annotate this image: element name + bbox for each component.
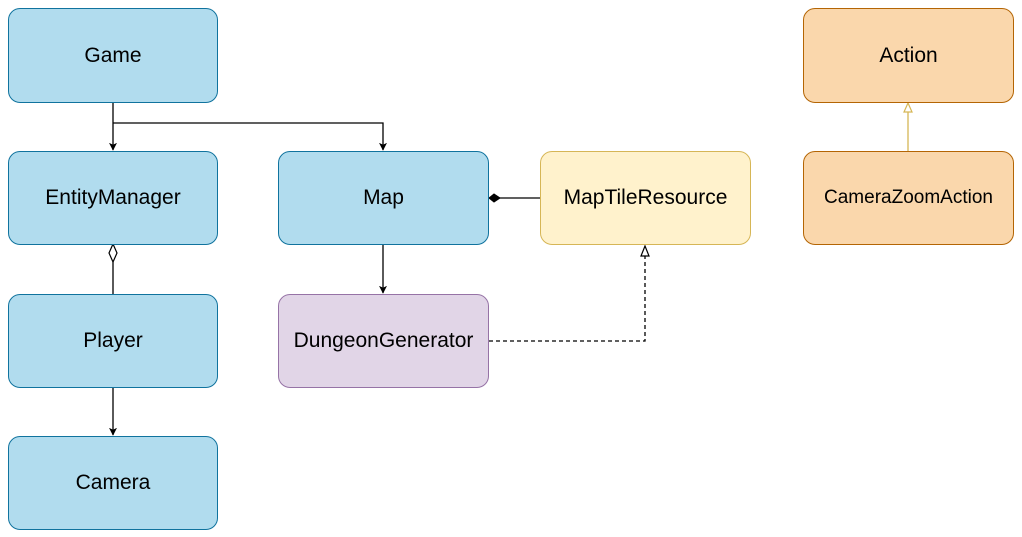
node-camera-zoom-action[interactable]: CameraZoomAction <box>803 151 1014 245</box>
aggregation-diamond <box>108 242 118 264</box>
composition-diamond <box>488 193 501 203</box>
node-game[interactable]: Game <box>8 8 218 103</box>
node-map[interactable]: Map <box>278 151 489 245</box>
edge-game-map <box>113 122 387 151</box>
node-entity-manager[interactable]: EntityManager <box>8 151 218 245</box>
node-map-tile-resource[interactable]: MapTileResource <box>540 151 751 245</box>
edge-dungeongenerator-maptileresource <box>489 256 646 342</box>
generalization-triangle <box>903 101 913 113</box>
node-camera[interactable]: Camera <box>8 436 218 530</box>
node-dungeon-generator[interactable]: DungeonGenerator <box>278 294 489 388</box>
node-action[interactable]: Action <box>803 8 1014 103</box>
realization-triangle <box>640 244 650 257</box>
node-player[interactable]: Player <box>8 294 218 388</box>
